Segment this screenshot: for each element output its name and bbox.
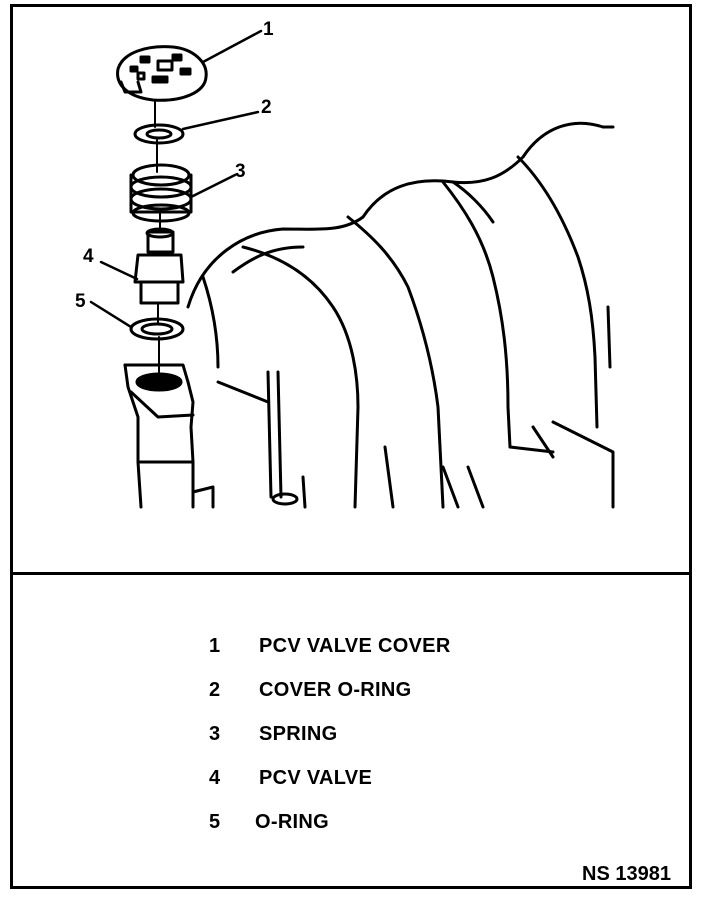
legend-item-number: 1 xyxy=(209,635,221,657)
callout-4: 4 xyxy=(83,246,94,267)
legend-item-label: SPRING xyxy=(259,723,338,745)
figure-frame: 1 2 3 4 5 1 PCV VALVE COVER 2 COVER O-RI… xyxy=(10,4,692,889)
legend-item-number: 3 xyxy=(209,723,221,745)
legend-item-label: COVER O-RING xyxy=(259,679,412,701)
section-divider xyxy=(13,572,689,575)
callout-2: 2 xyxy=(261,97,272,118)
centerline xyxy=(154,99,161,373)
intake-manifold xyxy=(186,121,615,509)
pcv-valve-cover-part xyxy=(116,45,208,102)
figure-id: NS 13981 xyxy=(582,863,671,885)
legend-item-label: PCV VALVE COVER xyxy=(259,635,451,657)
callout-1: 1 xyxy=(263,19,274,40)
leader-lines xyxy=(89,29,263,329)
cover-o-ring-part xyxy=(133,123,185,145)
pcv-valve-exploded-illustration: 1 2 3 4 5 xyxy=(75,19,615,509)
legend-item-label: PCV VALVE xyxy=(259,767,373,789)
parts-legend: 1 PCV VALVE COVER 2 COVER O-RING 3 SPRIN… xyxy=(13,575,689,886)
callout-3: 3 xyxy=(235,161,246,182)
pcv-valve-part xyxy=(133,227,185,305)
valve-housing xyxy=(123,363,215,509)
legend-item-label: O-RING xyxy=(255,811,330,833)
bracket xyxy=(216,370,307,509)
callout-5: 5 xyxy=(75,291,86,312)
legend-item-number: 2 xyxy=(209,679,221,701)
legend-item-number: 5 xyxy=(209,811,221,833)
legend-item-number: 4 xyxy=(209,767,221,789)
